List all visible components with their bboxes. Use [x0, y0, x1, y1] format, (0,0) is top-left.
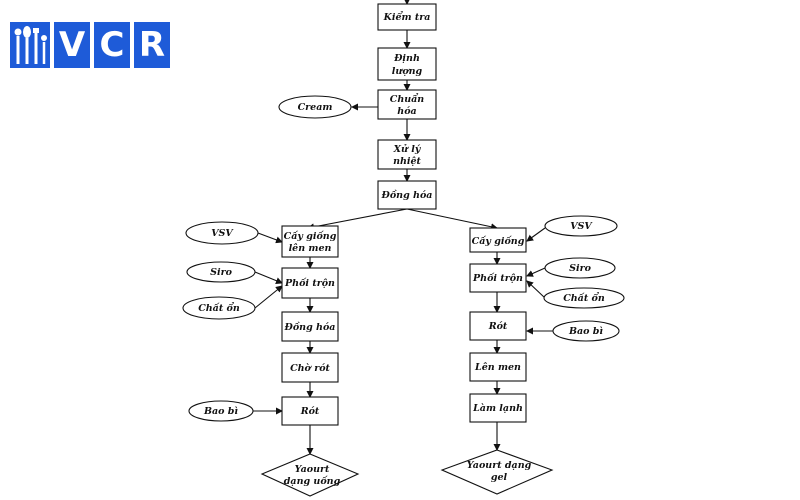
step-chuan-hoa: Chuẩn hóa	[377, 89, 437, 120]
logo-letter-v: V	[54, 22, 90, 68]
right-input-bao-bi: Bao bì	[552, 320, 620, 342]
left-step-phoi-tron: Phối trộn	[281, 267, 339, 299]
left-step-cho-rot: Chờ rót	[281, 352, 339, 383]
left-product-label-2: dạng uống	[284, 475, 341, 487]
left-step-cho-rot-label: Chờ rót	[290, 363, 330, 374]
right-input-siro-label: Siro	[569, 263, 591, 274]
right-input-vsv-label: VSV	[570, 221, 593, 232]
left-input-chat-on-label: Chất ổn	[198, 302, 240, 314]
step-dong-hoa-label: Đồng hóa	[381, 189, 433, 201]
right-step-cay-giong: Cấy giống	[469, 227, 527, 253]
step-xu-ly-nhiet-label-2: nhiệt	[393, 156, 421, 167]
step-xu-ly-nhiet-label-1: Xử lý	[393, 144, 422, 155]
right-input-chat-on-label: Chất ổn	[563, 292, 605, 304]
step-dinh-luong-label-2: lượng	[392, 66, 423, 77]
left-step-phoi-tron-label: Phối trộn	[284, 277, 335, 289]
step-dinh-luong: Định lượng	[377, 47, 437, 81]
left-step-rot-label: Rót	[300, 406, 320, 417]
right-step-lam-lanh-label: Làm lạnh	[472, 403, 523, 414]
step-chuan-hoa-label-2: hóa	[397, 106, 416, 117]
right-input-siro: Siro	[544, 257, 616, 279]
logo-letter-r: R	[134, 22, 170, 68]
right-product-label-2: gel	[491, 472, 508, 483]
main-connectors	[307, 0, 498, 231]
left-input-siro-label: Siro	[210, 267, 232, 278]
step-xu-ly-nhiet: Xử lý nhiệt	[377, 139, 437, 170]
left-connectors	[253, 232, 314, 455]
right-step-cay-giong-label: Cấy giống	[472, 235, 525, 247]
left-step-cay-giong-label-2: lên men	[289, 243, 332, 254]
left-product-label-1: Yaourt	[295, 464, 330, 475]
right-step-phoi-tron-label: Phối trộn	[472, 272, 523, 284]
input-cream: Cream	[278, 95, 352, 119]
left-step-cay-giong-label-1: Cấy giống	[284, 230, 337, 242]
right-step-len-men-label: Lên men	[474, 362, 521, 373]
lab-tools-icon	[10, 22, 50, 68]
step-chuan-hoa-label-1: Chuẩn	[390, 93, 425, 105]
left-input-vsv: VSV	[185, 221, 259, 245]
step-kiem-tra: Kiểm tra	[377, 3, 437, 31]
left-step-rot: Rót	[281, 396, 339, 426]
step-dinh-luong-label-1: Định	[393, 53, 420, 64]
left-input-bao-bi-label: Bao bì	[203, 406, 238, 417]
left-input-siro: Siro	[186, 261, 256, 283]
right-input-chat-on: Chất ổn	[543, 287, 625, 309]
step-dong-hoa: Đồng hóa	[377, 180, 437, 210]
right-step-phoi-tron: Phối trộn	[469, 263, 527, 293]
right-connectors	[493, 227, 554, 451]
left-step-dong-hoa-label: Đồng hóa	[284, 321, 336, 333]
left-input-bao-bi: Bao bì	[188, 400, 254, 422]
left-input-chat-on: Chất ổn	[182, 296, 256, 320]
right-step-rot: Rót	[469, 311, 527, 341]
left-step-dong-hoa: Đồng hóa	[281, 311, 339, 342]
right-product-label-1: Yaourt dạng	[467, 460, 532, 471]
logo-letter-c: C	[94, 22, 130, 68]
left-product-yaourt-uong: Yaourt dạng uống	[260, 453, 360, 497]
step-kiem-tra-label: Kiểm tra	[383, 11, 431, 23]
left-step-cay-giong: Cấy giống lên men	[281, 225, 339, 258]
right-step-len-men: Lên men	[469, 352, 527, 382]
right-product-yaourt-gel: Yaourt dạng gel	[440, 449, 554, 495]
right-input-bao-bi-label: Bao bì	[568, 326, 603, 337]
right-step-lam-lanh: Làm lạnh	[469, 393, 527, 423]
right-input-vsv: VSV	[544, 215, 618, 237]
input-cream-label: Cream	[298, 102, 333, 113]
right-step-rot-label: Rót	[488, 321, 508, 332]
left-input-vsv-label: VSV	[211, 228, 234, 239]
vcr-logo: V C R	[10, 20, 170, 72]
